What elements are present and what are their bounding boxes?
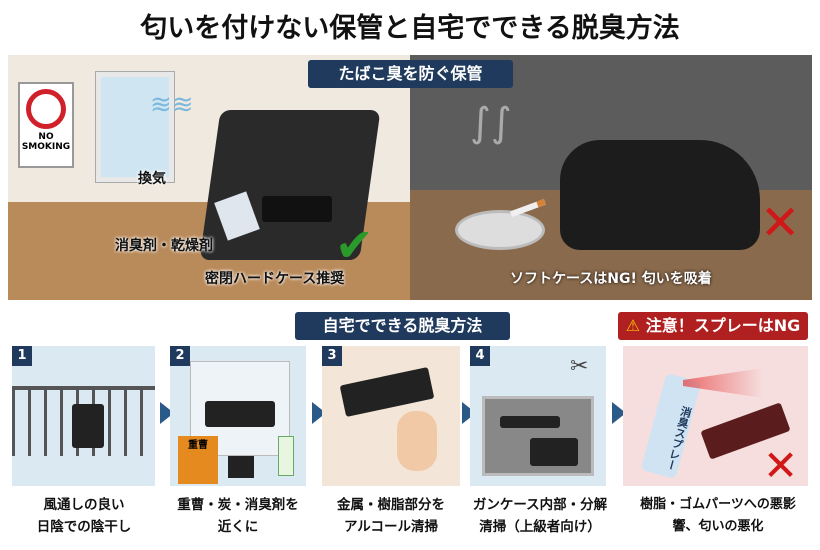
- spray-ng-caption: 樹脂・ゴムパーツへの悪影響、匂いの悪化: [618, 494, 818, 538]
- checkmark-icon: ✔: [335, 218, 374, 272]
- hand-with-cloth-icon: [397, 411, 437, 471]
- step-2-panel: 2 重曹: [170, 346, 306, 486]
- step-4-caption: ガンケース内部・分解清掃（上級者向け）: [462, 494, 618, 538]
- step-4-panel: 4 ✂: [470, 346, 606, 486]
- step-number: 3: [322, 346, 342, 366]
- step-1-caption: 風通しの良い日陰での陰干し: [8, 494, 160, 538]
- caption-line: 清掃（上級者向け）: [479, 519, 601, 535]
- sign-text: NO SMOKING: [21, 132, 71, 152]
- caption-line: 響、匂いの悪化: [672, 519, 764, 534]
- ventilation-label: 換気: [138, 171, 166, 187]
- step-3-panel: 3: [322, 346, 460, 486]
- disassembled-slide-icon: [500, 416, 560, 428]
- spray-label: 消臭スプレー: [663, 404, 694, 472]
- airflow-icon: ≋≋: [150, 90, 194, 120]
- caption-line: 重曹・炭・消臭剤を: [177, 497, 299, 513]
- pistol-icon: [205, 401, 275, 427]
- smoke-icon: ∫∫: [470, 100, 512, 146]
- warning-banner: ⚠ 注意！スプレーはNG: [618, 312, 808, 340]
- storage-banner: たばこ臭を防ぐ保管: [308, 60, 513, 88]
- caption-line: ガンケース内部・分解: [472, 497, 608, 513]
- no-smoking-icon: [26, 89, 66, 129]
- baking-soda-box: 重曹: [178, 436, 218, 484]
- pistol-icon: [339, 366, 435, 418]
- soft-case-icon: [560, 140, 760, 250]
- cross-icon: ✕: [763, 441, 799, 486]
- step-number: 2: [170, 346, 190, 366]
- step-3-caption: 金属・樹脂部分をアルコール清掃: [316, 494, 466, 538]
- page-title: 匂いを付けない保管と自宅でできる脱臭方法: [140, 13, 680, 44]
- charcoal-icon: [228, 456, 254, 478]
- caption-line: 風通しの良い: [43, 497, 125, 513]
- window-icon: [95, 71, 175, 183]
- deodorant-bottle-icon: [278, 436, 294, 476]
- caption-line: アルコール清掃: [343, 519, 439, 535]
- step-2-caption: 重曹・炭・消臭剤を近くに: [162, 494, 314, 538]
- step-number: 4: [470, 346, 490, 366]
- warning-text: 注意！スプレーはNG: [645, 316, 801, 335]
- pistol-icon: [262, 196, 332, 222]
- arrow-icon: [612, 402, 626, 424]
- hard-case-label: 密閉ハードケース推奨: [205, 271, 345, 287]
- box-label: 重曹: [188, 440, 208, 451]
- methods-banner: 自宅でできる脱臭方法: [295, 312, 510, 340]
- tools-icon: ✂: [570, 354, 589, 379]
- caption-line: 樹脂・ゴムパーツへの悪影: [640, 497, 796, 512]
- step-1-panel: 1: [12, 346, 155, 486]
- ashtray-icon: [455, 210, 545, 250]
- no-smoking-sign: NO SMOKING: [18, 82, 74, 168]
- warning-icon: ⚠: [625, 316, 641, 335]
- hanging-pistol-icon: [72, 404, 104, 448]
- caption-line: 近くに: [217, 519, 259, 535]
- cross-icon: ✕: [760, 195, 801, 251]
- frame-icon: [530, 438, 578, 466]
- deodorant-label: 消臭剤・乾燥剤: [115, 238, 213, 254]
- caption-line: 日陰での陰干し: [36, 519, 132, 535]
- deodorant-spray-can: 消臭スプレー: [640, 373, 702, 479]
- caption-line: 金属・樹脂部分を: [337, 497, 445, 513]
- spray-ng-panel: 消臭スプレー ✕: [623, 346, 808, 486]
- step-number: 1: [12, 346, 32, 366]
- soft-case-label: ソフトケースはNG! 匂いを吸着: [510, 271, 712, 287]
